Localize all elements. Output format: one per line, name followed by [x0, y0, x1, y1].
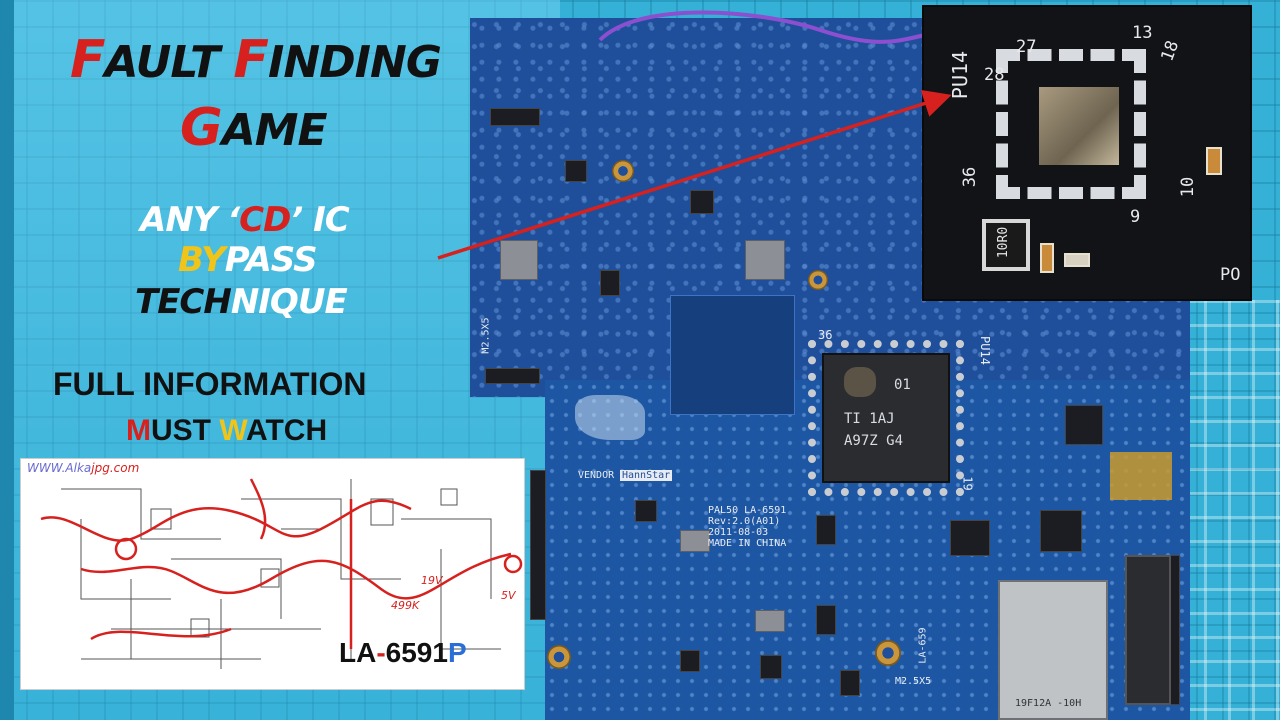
- silk-m25-bottom: M2.5X5: [895, 676, 932, 687]
- board-mount-hole: [612, 160, 634, 182]
- label-la: LA: [339, 637, 377, 668]
- board-chip: [635, 500, 657, 522]
- title-f1: F: [70, 30, 106, 90]
- usb-port-connector: [998, 580, 1108, 720]
- zoom-pin28: 28: [984, 65, 1005, 85]
- subtitle-ic: ’ IC: [290, 200, 349, 240]
- watch-rest: ATCH: [246, 414, 328, 447]
- subtitle-tech: TECH: [135, 282, 232, 322]
- mat-grid-right: [1180, 300, 1280, 720]
- zoom-capacitor: [1064, 253, 1090, 267]
- board-fpc-connector: [490, 108, 540, 126]
- board-chip: [600, 270, 620, 296]
- silk-m25-left: M2.5X5: [480, 317, 492, 354]
- sata-port: [1125, 555, 1171, 705]
- subtitle-cd: CD: [239, 200, 291, 240]
- schematic-lines: 19V 499K 5V: [40, 478, 523, 669]
- chip-marking-line3: A97Z G4: [844, 433, 904, 449]
- subtitle-line1: ANY ‘CD’ IC: [140, 200, 350, 240]
- silk-connector-code: 19F12A -10H: [1015, 698, 1082, 709]
- zoom-capacitor: [1040, 243, 1054, 273]
- subtitle-nique: NIQUE: [230, 282, 348, 322]
- zoom-capacitor: [1206, 147, 1222, 175]
- zoom-pin27: 27: [1016, 37, 1037, 57]
- board-chip: [1040, 510, 1082, 552]
- title-line2: GAME: [180, 98, 328, 158]
- full-information-text: FULL INFORMATION: [53, 366, 367, 402]
- board-mount-hole: [547, 645, 571, 669]
- schematic-note-5v: 5V: [501, 589, 517, 602]
- board-mount-hole: [808, 270, 828, 290]
- silk-hannstar: HannStar: [620, 470, 673, 481]
- silk-pin19: 19: [960, 476, 975, 491]
- board-mount-hole: [875, 640, 901, 666]
- label-p: P: [447, 637, 467, 668]
- board-edge-connector: [530, 470, 546, 620]
- board-inductor: [745, 240, 785, 280]
- board-chip: [760, 655, 782, 679]
- board-inductor: [680, 530, 710, 552]
- subtitle-pass: PASS: [224, 240, 318, 280]
- zoom-pin13: 13: [1132, 23, 1153, 43]
- silk-la659: LA-659: [917, 627, 929, 664]
- title-f2: F: [233, 30, 269, 90]
- must-rest: UST: [151, 414, 220, 447]
- title-g: G: [180, 98, 223, 158]
- board-inductor: [755, 610, 785, 632]
- board-chip: [816, 605, 836, 635]
- main-chip-pins: [808, 340, 964, 496]
- zoom-resistor-code: 10R0: [996, 226, 1012, 259]
- silk-pin36: 36: [818, 328, 833, 342]
- main-chip-cd-ic: 01 TI 1AJ A97Z G4: [822, 353, 950, 483]
- mat-edge: [0, 0, 14, 720]
- title-line1: FAULT FINDING: [70, 30, 442, 90]
- zoom-po-label: PO: [1220, 265, 1241, 285]
- zoom-pin36: 36: [960, 166, 981, 188]
- zoom-pin18: 18: [1157, 37, 1184, 65]
- zoom-ic-pads: [996, 49, 1146, 199]
- label-6591: 6591: [385, 637, 448, 668]
- board-residue: [575, 395, 645, 440]
- board-chip: [565, 160, 587, 182]
- subtitle-any: ANY ‘: [140, 200, 240, 240]
- board-chip: [950, 520, 990, 556]
- must-watch-text: MUST WATCH: [126, 414, 327, 448]
- schematic-note-19v: 19V: [421, 574, 444, 587]
- watch-w: W: [219, 414, 247, 447]
- title-ault: AULT: [104, 37, 234, 88]
- schematic-board-label: LA-6591P: [339, 637, 467, 669]
- silk-board-info: PAL50 LA-6591 Rev:2.0(A01) 2011-08-03 MA…: [708, 505, 787, 549]
- board-kapton-tape: [1110, 452, 1172, 500]
- chip-marking-line1: 01: [894, 377, 911, 393]
- chip-marking-line2: TI 1AJ: [844, 411, 895, 427]
- silk-pu14: PU14: [977, 336, 992, 365]
- subtitle-line3: TECHNIQUE: [135, 282, 348, 322]
- silk-vendor: VENDOR: [578, 470, 615, 481]
- subtitle-line2: BYPASS: [178, 240, 318, 280]
- chip-burn-mark: [844, 367, 876, 397]
- schematic-watermark: WWW.Alkajpg.com: [27, 461, 140, 475]
- zoom-ic-die: [1039, 87, 1119, 165]
- must-m: M: [126, 414, 151, 447]
- title-ame: AME: [221, 105, 328, 156]
- subtitle-by: BY: [178, 240, 226, 280]
- board-chip: [690, 190, 714, 214]
- board-chip: [840, 670, 860, 696]
- zoom-pin10: 10: [1178, 176, 1199, 198]
- schematic-diagram: WWW.Alkajpg.com 19V 499K 5V LA-6591P: [20, 458, 525, 690]
- board-chip: [680, 650, 700, 672]
- zoom-pu14-label: PU14: [948, 50, 973, 100]
- board-bga-outline: [670, 295, 795, 415]
- board-chip: [816, 515, 836, 545]
- title-inding: INDING: [267, 37, 442, 88]
- board-fpc-connector: [485, 368, 540, 384]
- schematic-note-499k: 499K: [391, 599, 420, 612]
- board-chip: [1065, 405, 1103, 445]
- zoom-inset-photo: PU14 27 28 13 18 36 10 9 PO 10R0: [922, 5, 1252, 301]
- board-inductor: [500, 240, 538, 280]
- label-dash: -: [376, 637, 386, 668]
- zoom-pin9: 9: [1130, 207, 1141, 227]
- zoom-resistor: 10R0: [982, 219, 1030, 271]
